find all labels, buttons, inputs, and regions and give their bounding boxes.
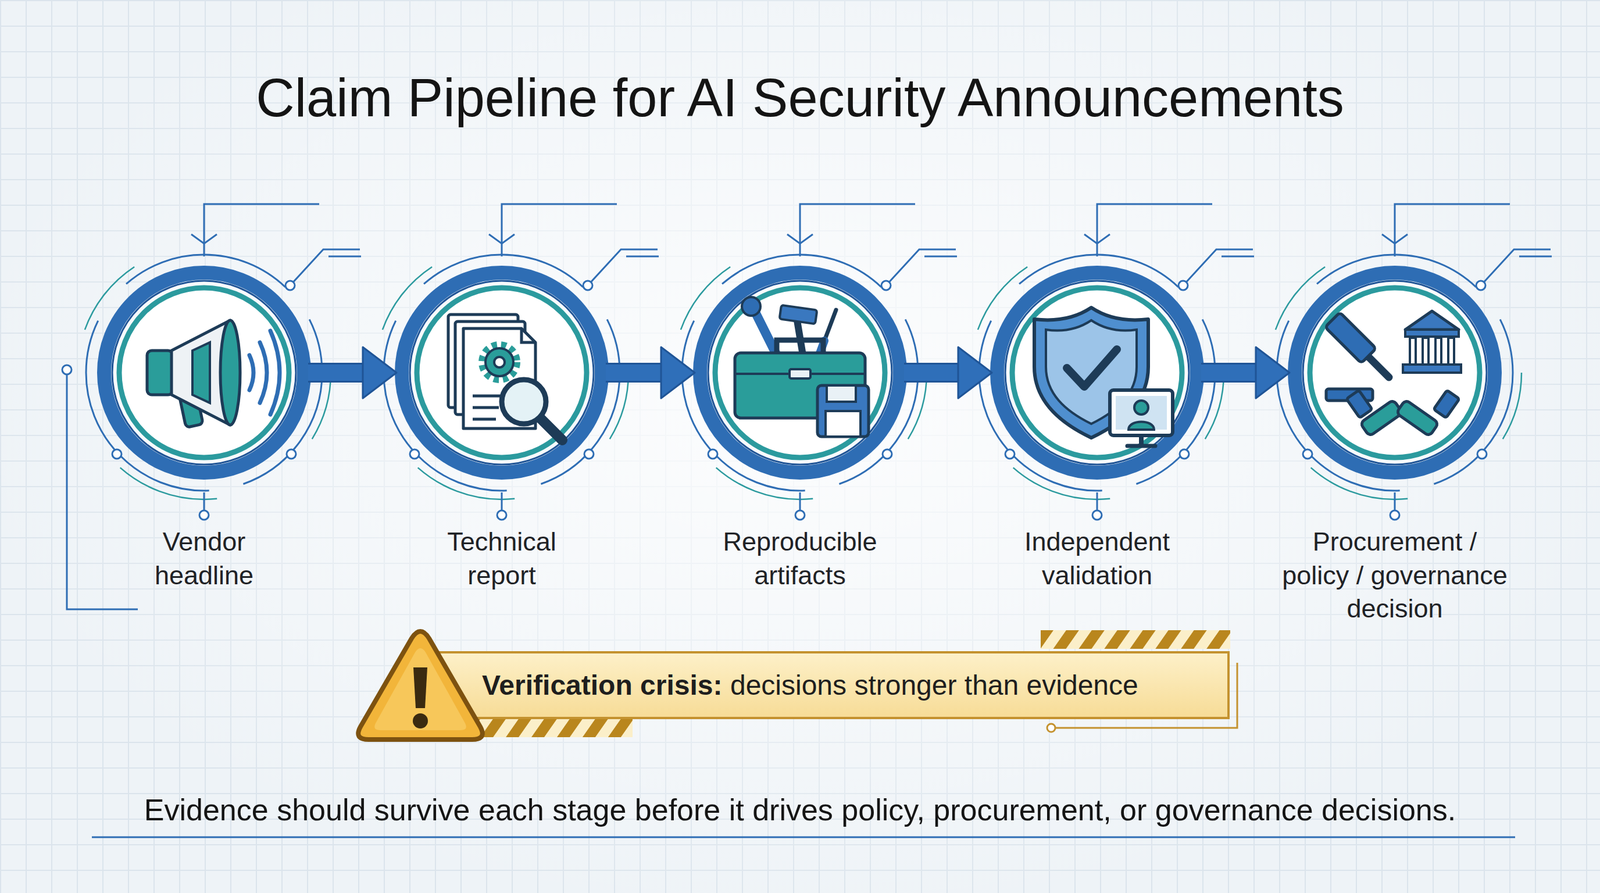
ring-decor <box>673 204 957 520</box>
ring-decor <box>970 204 1255 520</box>
arrow-head <box>661 347 695 399</box>
arrow-shaft-edge <box>1201 362 1259 383</box>
stage-circle: Vendor headline <box>96 265 312 481</box>
diagram-caption: Evidence should survive each stage befor… <box>0 791 1600 828</box>
ring-decor <box>77 204 362 520</box>
inner-ring <box>1012 287 1182 458</box>
left-bracket <box>62 365 72 375</box>
arrow-shaft-edge <box>308 362 366 383</box>
arrow-head <box>1255 347 1290 399</box>
stage-label: Vendor headline <box>136 525 272 592</box>
ring-decor <box>375 204 659 520</box>
inner-ring <box>715 287 885 458</box>
node-circle-shape <box>96 265 312 481</box>
warning-triangle <box>412 713 428 729</box>
outer-ring <box>700 272 900 473</box>
warning-triangle <box>413 667 428 709</box>
banner-text: decisions stronger than evidence <box>730 669 1139 702</box>
arrow-shaft <box>605 364 664 381</box>
inner-ring <box>416 287 587 458</box>
stage-circle: Independent validation <box>989 265 1205 481</box>
hazard-stripes <box>423 718 633 738</box>
stage-circle: Procurement / policy / governance decisi… <box>1287 265 1503 481</box>
stage-label: Reproducible artifacts <box>704 525 896 592</box>
inner-ring <box>119 287 289 458</box>
arrow-shaft <box>1201 364 1259 381</box>
outer-ring <box>997 272 1198 473</box>
caption-underline <box>91 836 1516 839</box>
flow-arrow <box>605 347 695 399</box>
arrow-shaft <box>308 364 366 381</box>
node-circle-shape <box>692 265 908 481</box>
arrow-head <box>362 347 397 399</box>
warning-banner: Verification crisis:decisions stronger t… <box>428 651 1230 720</box>
outer-ring <box>1294 272 1495 473</box>
stage-label: Procurement / policy / governance decisi… <box>1279 525 1511 626</box>
stage-circle: Technical report <box>394 265 610 481</box>
inner-ring <box>1309 287 1480 458</box>
outer-ring-edge <box>112 280 296 465</box>
node-circle-shape <box>394 265 610 481</box>
flow-arrow <box>308 347 397 399</box>
outer-ring-edge <box>1005 280 1189 465</box>
node-circle-shape <box>1287 265 1503 481</box>
arrow-shaft-edge <box>605 362 664 383</box>
banner-heading: Verification crisis: <box>481 669 723 702</box>
outer-ring-edge <box>409 280 594 465</box>
outer-ring-edge <box>1302 280 1487 465</box>
arrow-shaft-edge <box>904 362 961 383</box>
outer-ring <box>104 272 305 473</box>
flow-arrow <box>1201 347 1290 399</box>
outer-ring <box>401 272 602 473</box>
hazard-stripes <box>1040 630 1231 649</box>
ring-decor <box>1268 204 1552 520</box>
stage-circle: Reproducible artifacts <box>692 265 908 481</box>
outer-ring-edge <box>708 280 892 465</box>
arrow-shaft <box>904 364 961 381</box>
hazard-stripes <box>423 630 1231 738</box>
diagram-title: Claim Pipeline for AI Security Announcem… <box>0 68 1600 128</box>
arrow-head <box>958 347 992 399</box>
node-circle-shape <box>989 265 1205 481</box>
stage-label: Independent validation <box>1009 525 1185 592</box>
band-leader <box>1047 723 1056 732</box>
flow-arrow <box>904 347 992 399</box>
stage-label: Technical report <box>434 525 570 592</box>
